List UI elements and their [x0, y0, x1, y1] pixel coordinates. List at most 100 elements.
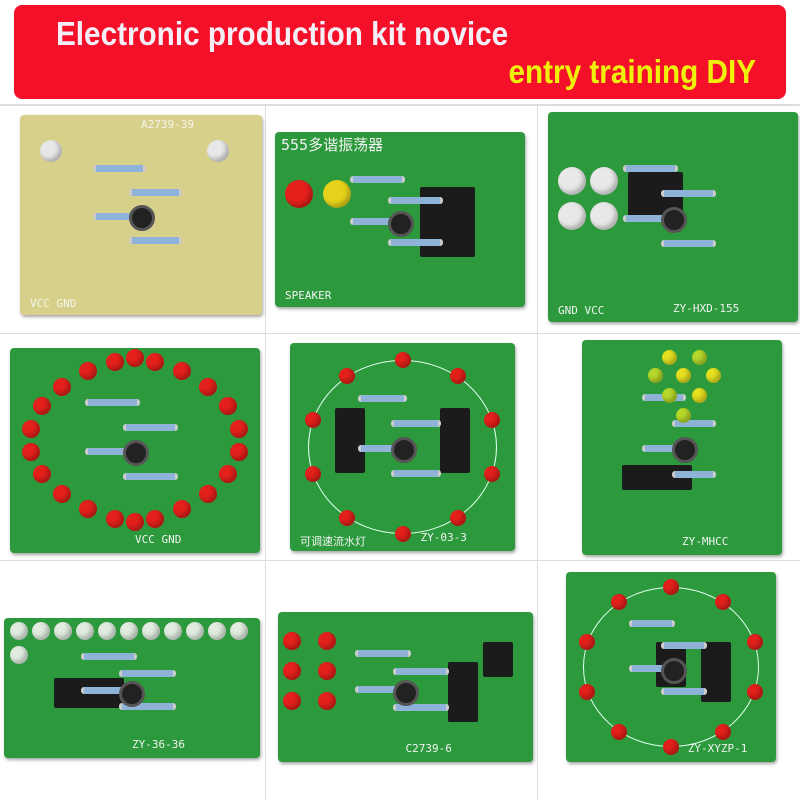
board-label: ZY-HXD-155 [673, 302, 740, 315]
led-icon [558, 202, 586, 230]
resistor [660, 189, 716, 197]
led-icon [10, 646, 28, 664]
led-icon [450, 509, 467, 526]
led-icon [611, 723, 628, 740]
ic-chip [335, 408, 365, 473]
resistor [128, 189, 183, 196]
led-icon [318, 662, 336, 680]
resistor [119, 703, 176, 711]
led-icon [146, 509, 165, 528]
capacitor [392, 679, 419, 706]
board-label: ZY-36-36 [132, 738, 185, 751]
board-sublabel: GND VCC [558, 304, 605, 317]
led-icon [229, 442, 248, 461]
board-label: ZY-03-3 [420, 531, 467, 544]
led-icon [76, 622, 94, 640]
board-label: 555多谐振荡器 [281, 136, 384, 154]
led-icon [164, 622, 182, 640]
led-icon [484, 412, 501, 428]
board-label: A2739-39 [141, 118, 194, 131]
led-icon [78, 362, 97, 381]
led-icon [229, 419, 248, 438]
ic-chip [448, 662, 478, 722]
led-icon [318, 692, 336, 710]
divider [265, 106, 266, 800]
resistor [387, 196, 443, 204]
capacitor [119, 681, 146, 707]
led-icon [283, 662, 301, 680]
led-icon [283, 632, 301, 650]
pcb-board: ZY-XYZP-1 [566, 572, 776, 762]
resistor [660, 687, 707, 695]
capacitor [387, 210, 414, 237]
led-icon [207, 140, 229, 162]
resistor [672, 419, 716, 427]
capacitor [122, 440, 149, 467]
divider [0, 560, 800, 561]
led-icon [208, 622, 226, 640]
pcb-board: ZY-HXD-155 GND VCC [548, 112, 798, 322]
led-icon [579, 683, 596, 700]
led-icon [676, 408, 691, 423]
led-icon [98, 622, 116, 640]
led-icon [394, 351, 411, 368]
resistor [392, 703, 449, 711]
led-icon [283, 692, 301, 710]
led-icon [230, 622, 248, 640]
led-icon [218, 465, 237, 484]
resistor [119, 669, 176, 677]
led-icon [105, 509, 124, 528]
resistor [85, 399, 140, 407]
led-icon [120, 622, 138, 640]
led-icon [663, 579, 679, 596]
resistor [391, 469, 441, 477]
led-icon [662, 388, 677, 403]
led-icon [394, 526, 411, 543]
banner-line-2: entry training DIY [508, 53, 756, 90]
led-icon [304, 465, 321, 482]
title-banner: Electronic production kit novice entry t… [14, 5, 786, 99]
resistor [629, 619, 676, 627]
led-icon [706, 368, 721, 383]
led-icon [54, 622, 72, 640]
led-icon [40, 140, 62, 162]
led-icon [323, 180, 351, 208]
led-icon [450, 368, 467, 385]
pcb-board: ZY-MHCC [582, 340, 782, 555]
board-sublabel: VCC GND [30, 297, 77, 310]
led-icon [10, 622, 28, 640]
capacitor [672, 436, 698, 463]
led-icon [648, 368, 663, 383]
led-icon [692, 388, 707, 403]
led-icon [33, 465, 52, 484]
board-label: ZY-XYZP-1 [687, 742, 748, 755]
led-icon [173, 362, 192, 381]
board-label: ZY-MHCC [682, 535, 729, 548]
divider [0, 333, 800, 334]
led-icon [186, 622, 204, 640]
resistor [672, 471, 716, 479]
led-icon [146, 352, 165, 371]
led-icon [173, 500, 192, 519]
board-label: VCC GND [135, 533, 182, 546]
led-icon [558, 167, 586, 195]
resistor [387, 238, 443, 246]
resistor [350, 175, 405, 183]
led-icon [579, 634, 596, 651]
capacitor [660, 206, 687, 233]
led-icon [32, 622, 50, 640]
pcb-board: VCC GND [10, 348, 260, 553]
led-icon [590, 202, 618, 230]
led-icon [33, 397, 52, 416]
board-label: C2739-6 [405, 742, 452, 755]
led-icon [126, 513, 144, 532]
resistor [122, 473, 178, 481]
resistor [92, 165, 146, 172]
led-icon [105, 352, 124, 371]
pcb-board: C2739-6 [278, 612, 533, 762]
led-icon [53, 377, 72, 396]
resistor [660, 240, 716, 248]
led-icon [663, 738, 679, 755]
